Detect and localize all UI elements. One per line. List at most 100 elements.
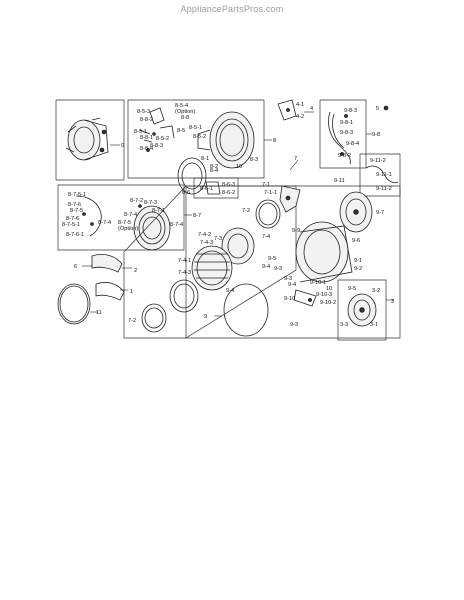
svg-text:8-5: 8-5 bbox=[177, 128, 185, 134]
callout-box-9-8: 9-8-3 9-8-1 9-8-3 9-8-4 9-8-2 9-8 bbox=[319, 99, 380, 169]
svg-text:9-3: 9-3 bbox=[284, 276, 292, 282]
svg-text:8-7-6: 8-7-6 bbox=[66, 216, 79, 222]
door-shape bbox=[133, 205, 171, 251]
svg-text:(Option): (Option) bbox=[175, 109, 195, 115]
svg-text:9-1: 9-1 bbox=[354, 258, 362, 264]
svg-text:8-7-5-1: 8-7-5-1 bbox=[62, 222, 80, 228]
svg-text:10: 10 bbox=[236, 164, 242, 170]
svg-text:8-8: 8-8 bbox=[181, 115, 189, 121]
svg-text:8-6-1: 8-6-1 bbox=[200, 186, 213, 192]
door-glass-8-4: 8-4 bbox=[177, 157, 218, 195]
svg-text:3: 3 bbox=[391, 299, 394, 305]
site-watermark: AppliancePartsPros.com bbox=[180, 4, 284, 14]
svg-text:0: 0 bbox=[121, 143, 124, 149]
svg-text:9-8-3: 9-8-3 bbox=[340, 130, 353, 136]
callout-box-tub bbox=[123, 185, 401, 339]
svg-text:9-5: 9-5 bbox=[268, 256, 276, 262]
svg-text:9-10-3: 9-10-3 bbox=[316, 292, 332, 298]
svg-text:7: 7 bbox=[294, 156, 297, 162]
hinge-detail-8-6: 8-6-3 8-6 8-6-1 8-6-2 bbox=[182, 177, 239, 199]
svg-text:9-4: 9-4 bbox=[262, 264, 270, 270]
svg-text:8-8-3: 8-8-3 bbox=[150, 143, 163, 149]
hinge-parts bbox=[139, 107, 175, 152]
svg-text:3-1: 3-1 bbox=[370, 322, 378, 328]
svg-text:9: 9 bbox=[204, 314, 207, 320]
svg-text:8-7-5: 8-7-5 bbox=[70, 208, 83, 214]
svg-text:8-7-5: 8-7-5 bbox=[118, 220, 131, 226]
svg-text:9-6: 9-6 bbox=[352, 238, 360, 244]
svg-text:8-7-4: 8-7-4 bbox=[170, 222, 183, 228]
hose-9-11: 9-11-2 9-11-1 9-11-2 9-11 bbox=[334, 153, 401, 197]
svg-text:7-4-2: 7-4-2 bbox=[198, 232, 211, 238]
svg-text:4-1: 4-1 bbox=[296, 102, 304, 108]
spider-flange-7-1: 7-1 7-1-1 7 bbox=[262, 156, 301, 213]
svg-text:8-6-3: 8-6-3 bbox=[222, 182, 235, 188]
svg-text:7-2: 7-2 bbox=[242, 208, 250, 214]
svg-text:9-11-1: 9-11-1 bbox=[376, 172, 392, 178]
svg-text:7-4-3: 7-4-3 bbox=[200, 240, 213, 246]
callout-box-8-upper: 8-5-4 (Option) 8-8 8-5-3 8-8-2 8-5 8-5-1… bbox=[127, 99, 276, 179]
svg-text:8-7: 8-7 bbox=[193, 213, 201, 219]
svg-text:9-3: 9-3 bbox=[290, 322, 298, 328]
svg-text:8-7-4: 8-7-4 bbox=[124, 212, 137, 218]
svg-text:8-7-2: 8-7-2 bbox=[130, 198, 143, 204]
svg-text:8-6-2: 8-6-2 bbox=[222, 190, 235, 196]
svg-text:9-4: 9-4 bbox=[288, 282, 296, 288]
svg-text:9-8-1: 9-8-1 bbox=[340, 120, 353, 126]
svg-text:7-4: 7-4 bbox=[262, 234, 270, 240]
door-ring-shape bbox=[197, 111, 255, 169]
svg-text:8-2: 8-2 bbox=[210, 164, 218, 170]
callout-box-8-7: 8-7-5-1 8-7-6 8-7-5 8-7-6 8-7-5-1 8-7-4 … bbox=[57, 184, 201, 251]
svg-text:9-4: 9-4 bbox=[226, 288, 234, 294]
screw-5: 5 bbox=[376, 105, 389, 112]
svg-text:8-7-6: 8-7-6 bbox=[68, 202, 81, 208]
svg-text:8-3: 8-3 bbox=[250, 157, 258, 163]
svg-text:9-10-1: 9-10-1 bbox=[310, 280, 326, 286]
gasket-7-2-upper: 7-2 bbox=[242, 199, 281, 229]
svg-text:8-8-2: 8-8-2 bbox=[140, 117, 153, 123]
hinge-1-2: 6 2 1 bbox=[74, 254, 137, 301]
svg-text:8-7-6-1: 8-7-6-1 bbox=[66, 232, 84, 238]
svg-text:6: 6 bbox=[74, 264, 77, 270]
svg-text:9-10-2: 9-10-2 bbox=[320, 300, 336, 306]
svg-text:9-10: 9-10 bbox=[284, 296, 295, 302]
svg-text:9-11: 9-11 bbox=[334, 178, 345, 184]
door-wire-parts bbox=[75, 195, 142, 237]
gasket-7-2-lower: 7-2 bbox=[128, 279, 199, 333]
drum-inner-7-4: 7-4-2 7-4-3 7-4-1 7-4-3 bbox=[178, 232, 233, 291]
svg-text:9-7: 9-7 bbox=[376, 210, 384, 216]
svg-text:5: 5 bbox=[376, 106, 379, 112]
svg-text:7-1-1: 7-1-1 bbox=[264, 190, 277, 196]
svg-text:(Option): (Option) bbox=[118, 226, 138, 232]
svg-text:9-8-4: 9-8-4 bbox=[346, 141, 359, 147]
tub-shell-9: 9-9 9-1 9-2 9-5 9-3 9-4 bbox=[262, 221, 362, 283]
svg-text:7-4-3: 7-4-3 bbox=[178, 270, 191, 276]
svg-text:9-5: 9-5 bbox=[348, 286, 356, 292]
svg-text:9-11-2: 9-11-2 bbox=[376, 186, 392, 192]
svg-text:7-4-1: 7-4-1 bbox=[178, 258, 191, 264]
svg-text:4: 4 bbox=[310, 106, 313, 112]
svg-text:7-3: 7-3 bbox=[214, 236, 222, 242]
svg-text:8: 8 bbox=[273, 138, 276, 144]
svg-text:9-3: 9-3 bbox=[274, 266, 282, 272]
svg-text:8-7-5-1: 8-7-5-1 bbox=[68, 192, 86, 198]
svg-text:9-11-2: 9-11-2 bbox=[370, 158, 386, 164]
svg-text:9-8-3: 9-8-3 bbox=[344, 108, 357, 114]
svg-text:8-8-4: 8-8-4 bbox=[140, 146, 153, 152]
svg-text:8-5-4: 8-5-4 bbox=[175, 103, 188, 109]
svg-text:8-7-3: 8-7-3 bbox=[144, 200, 157, 206]
svg-text:7-2: 7-2 bbox=[128, 318, 136, 324]
svg-text:9-2: 9-2 bbox=[354, 266, 362, 272]
svg-text:1: 1 bbox=[130, 289, 133, 295]
svg-text:8-5-1: 8-5-1 bbox=[134, 129, 147, 135]
svg-text:10: 10 bbox=[326, 286, 332, 292]
gasket-11: 11 bbox=[57, 283, 102, 325]
svg-text:3-3: 3-3 bbox=[340, 322, 348, 328]
svg-text:4-2: 4-2 bbox=[296, 114, 304, 120]
svg-text:9-9: 9-9 bbox=[292, 228, 300, 234]
svg-text:7-1: 7-1 bbox=[262, 182, 270, 188]
window-9: 9-4 9 bbox=[204, 283, 269, 337]
svg-text:11: 11 bbox=[96, 310, 102, 316]
svg-text:8-5-3: 8-5-3 bbox=[137, 109, 150, 115]
